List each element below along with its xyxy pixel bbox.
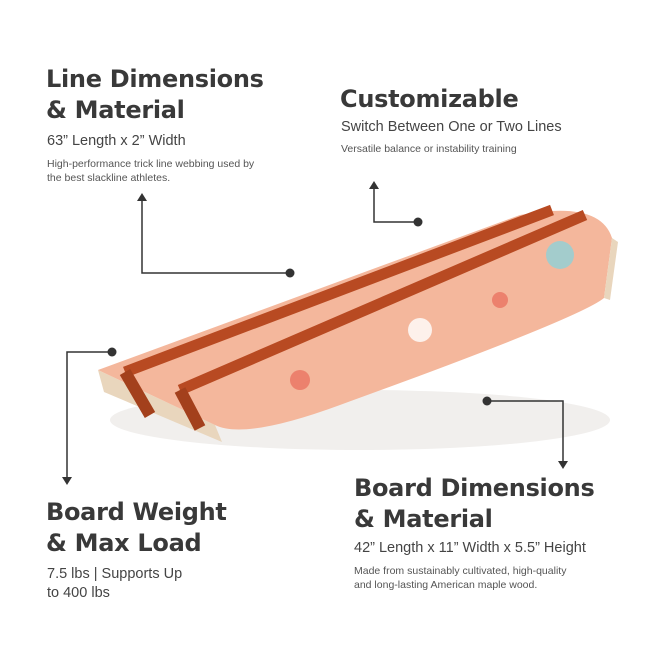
arrow-up-icon xyxy=(137,193,147,201)
customizable-title: Customizable xyxy=(340,85,519,113)
arrow-down-icon xyxy=(558,461,568,469)
board-dimensions-desc: Made from sustainably cultivated, high-q… xyxy=(354,564,566,592)
title-line: Line Dimensions xyxy=(46,65,264,93)
connector-board-dimensions xyxy=(487,400,564,462)
board-dimensions-subtitle: 42” Length x 11” Width x 5.5” Height xyxy=(354,540,586,556)
connectors xyxy=(66,188,564,478)
board-weight-title: Board Weight & Max Load xyxy=(46,497,227,559)
title-line: & Max Load xyxy=(46,529,202,557)
strap-back xyxy=(123,204,554,378)
line-dimensions-desc: High-performance trick line webbing used… xyxy=(47,157,254,185)
line-dimensions-title: Line Dimensions & Material xyxy=(46,64,264,126)
desc-line: Made from sustainably cultivated, high-q… xyxy=(354,565,567,577)
strap-loops xyxy=(119,368,206,431)
title-line: Board Dimensions xyxy=(354,474,595,502)
connector-board-weight xyxy=(66,351,112,478)
arrow-up-icon xyxy=(369,181,379,189)
star-graphic xyxy=(492,292,508,308)
board-weight-subtitle: 7.5 lbs | Supports Up to 400 lbs xyxy=(47,565,182,603)
title-line: & Material xyxy=(354,505,493,533)
connector-customizable xyxy=(373,188,418,223)
connector-line-dimensions xyxy=(141,200,290,274)
unicorn-graphic xyxy=(546,241,574,269)
unicorn-graphic xyxy=(290,370,310,390)
connector-markers xyxy=(62,181,568,485)
customizable-subtitle: Switch Between One or Two Lines xyxy=(341,119,562,135)
desc-line: the best slackline athletes. xyxy=(47,172,171,184)
title-line: & Material xyxy=(46,96,185,124)
line-dimensions-subtitle: 63” Length x 2” Width xyxy=(47,133,186,149)
board-dimensions-title: Board Dimensions & Material xyxy=(354,473,595,535)
desc-line: and long-lasting American maple wood. xyxy=(354,579,538,591)
title-line: Board Weight xyxy=(46,498,227,526)
subtitle-line: 7.5 lbs | Supports Up xyxy=(47,566,183,582)
strap-front xyxy=(177,209,588,396)
board-wood-end xyxy=(604,238,618,300)
unicorn-graphic xyxy=(408,318,432,342)
customizable-desc: Versatile balance or instability trainin… xyxy=(341,143,517,155)
desc-line: High-performance trick line webbing used… xyxy=(47,158,255,170)
subtitle-line: to 400 lbs xyxy=(47,585,110,601)
arrow-down-icon xyxy=(62,477,72,485)
